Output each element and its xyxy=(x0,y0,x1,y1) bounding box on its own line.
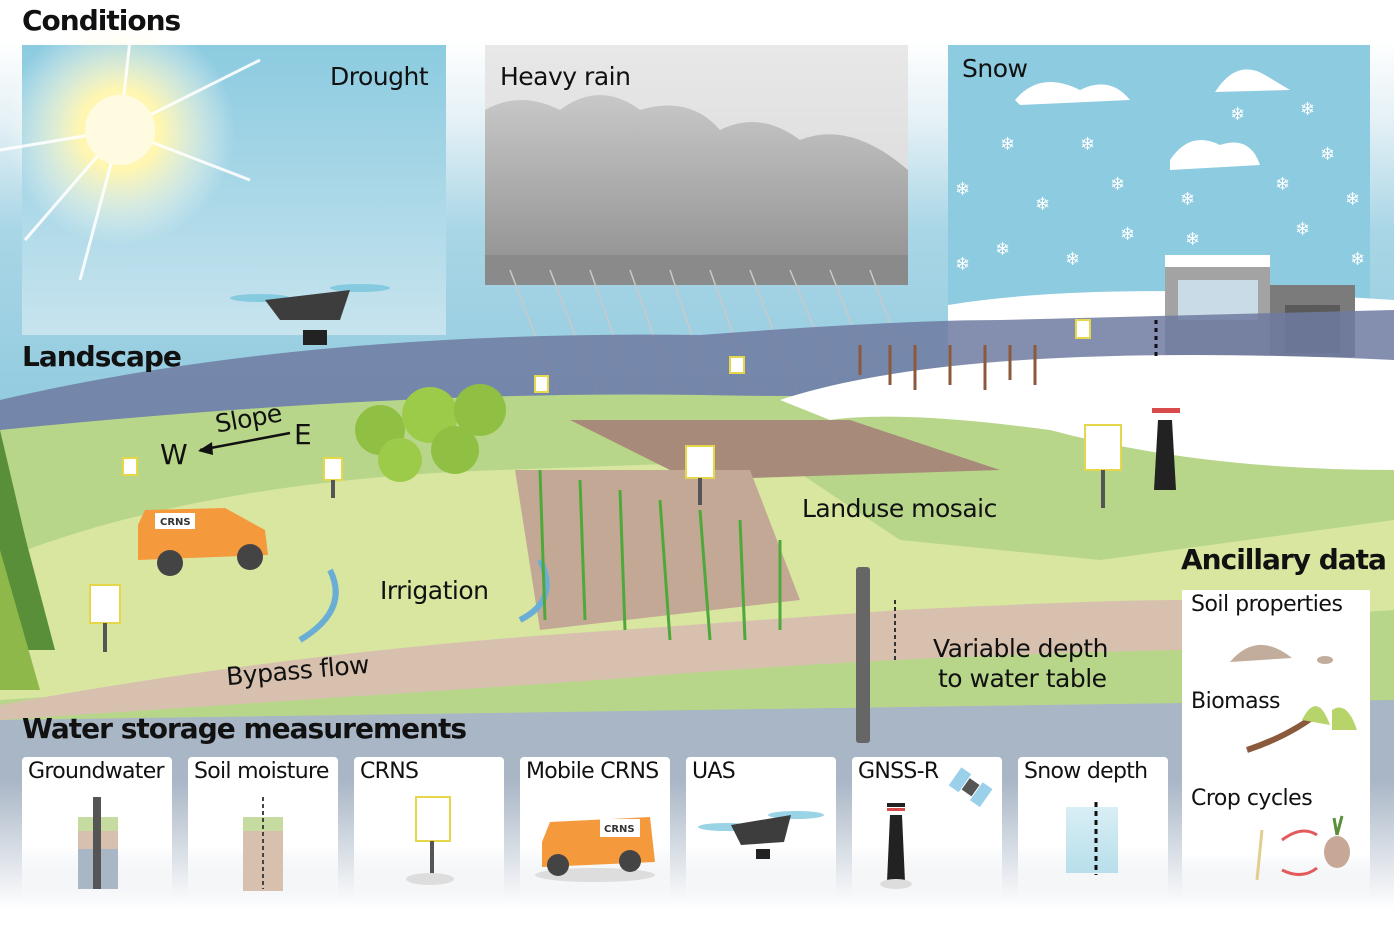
water-table-label-1: Variable depth xyxy=(933,634,1108,663)
card-label: GNSS-R xyxy=(858,759,939,784)
water-table-label-2: to water table xyxy=(938,664,1107,693)
svg-text:❄: ❄ xyxy=(1000,134,1015,155)
svg-text:CRNS: CRNS xyxy=(604,824,635,835)
soil-pile-icon xyxy=(1230,644,1292,662)
snow-label: Snow xyxy=(962,54,1028,83)
cycle-arrow-icon xyxy=(1281,829,1318,842)
svg-text:❄: ❄ xyxy=(1180,189,1195,210)
drone xyxy=(230,284,390,345)
west-label: W xyxy=(160,438,188,471)
east-label: E xyxy=(294,418,312,451)
card-label: Groundwater xyxy=(28,759,165,784)
mobile-crns-vehicle: CRNS xyxy=(138,508,268,576)
plowed-field xyxy=(570,420,1000,480)
svg-text:❄: ❄ xyxy=(1080,134,1095,155)
well-icon xyxy=(93,797,101,889)
drought-label: Drought xyxy=(330,62,429,91)
orchard xyxy=(355,384,506,482)
svg-text:❄: ❄ xyxy=(1120,224,1135,245)
crop-field xyxy=(515,470,800,630)
groundwater-well xyxy=(856,567,870,743)
leaf-icon xyxy=(1302,706,1357,730)
svg-text:❄: ❄ xyxy=(1185,229,1200,250)
forest xyxy=(0,430,55,690)
gnss-tower-icon xyxy=(887,815,905,882)
card-soil-moisture: Soil moisture xyxy=(188,757,338,907)
heavy-rain-panel xyxy=(485,45,908,421)
biomass-label: Biomass xyxy=(1191,689,1281,714)
svg-text:❄: ❄ xyxy=(1320,144,1335,165)
card-snow-depth: Snow depth xyxy=(1018,757,1168,907)
card-crns: CRNS xyxy=(354,757,504,907)
svg-text:❄: ❄ xyxy=(1345,189,1360,210)
crns-sensor-icon xyxy=(415,796,451,842)
card-label: UAS xyxy=(692,759,736,784)
svg-text:❄: ❄ xyxy=(1300,99,1315,120)
bare-trees xyxy=(858,345,1037,390)
drone-icon xyxy=(731,815,791,845)
card-label: Soil moisture xyxy=(194,759,329,784)
svg-text:❄: ❄ xyxy=(955,179,970,200)
satellite-icon xyxy=(948,767,993,808)
irrigation-label: Irrigation xyxy=(380,576,489,605)
card-label: Snow depth xyxy=(1024,759,1148,784)
landuse-mosaic-label: Landuse mosaic xyxy=(802,494,997,523)
svg-text:❄: ❄ xyxy=(1110,174,1125,195)
svg-text:❄: ❄ xyxy=(1230,104,1245,125)
svg-text:❄: ❄ xyxy=(1065,249,1080,270)
card-label: Mobile CRNS xyxy=(526,759,659,784)
card-gnss-r: GNSS-R xyxy=(852,757,1002,907)
svg-text:❄: ❄ xyxy=(1275,174,1290,195)
svg-text:❄: ❄ xyxy=(1035,194,1050,215)
snow-land xyxy=(780,355,1394,470)
heavy-rain-label: Heavy rain xyxy=(500,62,631,91)
crns-posts xyxy=(103,470,1105,652)
wheat-icon xyxy=(1255,829,1264,881)
beet-icon xyxy=(1324,836,1350,868)
svg-text:CRNS: CRNS xyxy=(160,517,191,528)
landscape-title: Landscape xyxy=(22,340,182,373)
slope-arrow xyxy=(199,431,291,452)
snow-cloud xyxy=(1015,82,1130,105)
svg-text:❄: ❄ xyxy=(955,254,970,275)
card-label: CRNS xyxy=(360,759,419,784)
ancillary-title: Ancillary data xyxy=(1181,543,1387,576)
card-mobile-crns: Mobile CRNS CRNS xyxy=(520,757,670,907)
svg-text:❄: ❄ xyxy=(1350,249,1365,270)
crop-cycles-label: Crop cycles xyxy=(1191,786,1313,811)
corn-plants xyxy=(538,469,782,641)
card-uas: UAS xyxy=(686,757,836,907)
conditions-title: Conditions xyxy=(22,4,181,37)
soil-properties-label: Soil properties xyxy=(1191,592,1343,617)
ancillary-panel: Soil properties Biomass Crop cycles xyxy=(1182,590,1370,900)
card-groundwater: Groundwater xyxy=(22,757,172,907)
snowflakes: ❄ ❄ ❄ ❄ ❄ ❄ ❄ ❄ ❄ ❄ ❄ ❄ ❄ ❄ ❄ ❄ ❄ ❄ xyxy=(955,99,1365,275)
rain-cloud xyxy=(485,95,908,285)
measurements-title: Water storage measurements xyxy=(22,712,467,745)
svg-text:❄: ❄ xyxy=(1295,219,1310,240)
soil-layer xyxy=(0,600,1182,720)
svg-text:❄: ❄ xyxy=(995,239,1010,260)
gnss-tower xyxy=(1154,420,1176,490)
